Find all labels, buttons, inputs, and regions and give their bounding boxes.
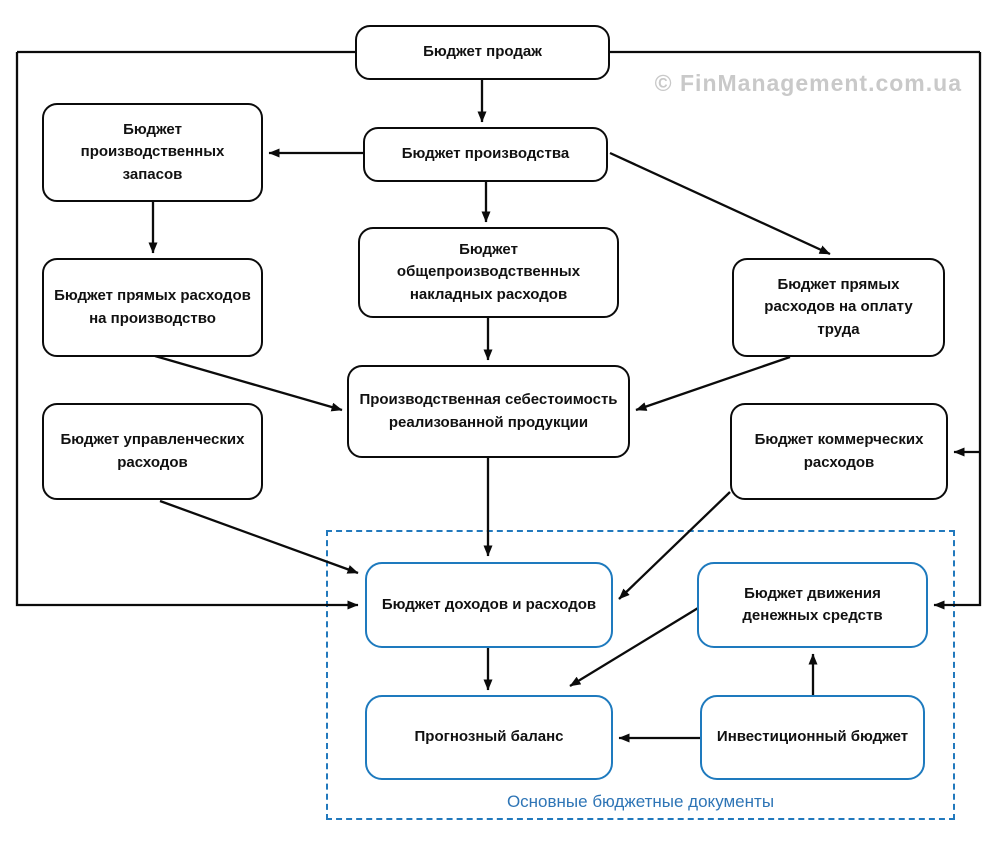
node-labor-costs-budget: Бюджет прямых расходов на оплату труда (732, 258, 945, 357)
node-inventory-budget-label: Бюджет производственных запасов (80, 120, 225, 183)
node-production-budget: Бюджет производства (363, 127, 608, 182)
watermark-text: © FinManagement.com.ua (654, 70, 962, 96)
connector-labor-to-cost (635, 355, 791, 412)
node-income-expense-budget: Бюджет доходов и расходов (365, 562, 613, 648)
group-caption: Основные бюджетные документы (326, 792, 955, 812)
node-overhead-budget: Бюджет общепроизводственных накладных ра… (358, 227, 619, 318)
connector-cashflow-to-balance (569, 604, 704, 687)
node-sales-budget-label: Бюджет продаж (423, 43, 542, 61)
connector-commercial-to-income (618, 491, 731, 600)
node-investment-budget-label: Инвестиционный бюджет (716, 728, 909, 746)
node-commercial-expenses-budget: Бюджет коммерческих расходов (730, 403, 948, 500)
main-budget-documents-group (326, 530, 955, 820)
node-cashflow-budget: Бюджет движения денежных средств (697, 562, 928, 648)
node-forecast-balance: Прогнозный баланс (365, 695, 613, 780)
node-production-budget-label: Бюджет производства (401, 145, 570, 163)
node-production-cost-of-sales: Производственная себестоимость реализова… (347, 365, 630, 458)
node-income-expense-budget-label: Бюджет доходов и расходов (381, 595, 597, 613)
node-forecast-balance-label: Прогнозный баланс (414, 728, 564, 746)
node-admin-expenses-budget: Бюджет управленческих расходов (42, 403, 263, 500)
watermark: © FinManagement.com.ua (655, 70, 962, 97)
connector-outer-frame-to-income (15, 52, 359, 610)
node-investment-budget: Инвестиционный бюджет (700, 695, 925, 780)
node-admin-expenses-budget-label: Бюджет управленческих расходов (60, 431, 245, 471)
connector-direct-production-to-cost (154, 354, 343, 412)
connector-production-to-labor (609, 151, 831, 256)
node-direct-production-costs-budget: Бюджет прямых расходов на производство (42, 258, 263, 357)
connector-outer-frame-to-cashflow (933, 52, 982, 610)
node-direct-production-costs-budget-label: Бюджет прямых расходов на производство (54, 287, 251, 327)
node-inventory-budget: Бюджет производственных запасов (42, 103, 263, 202)
node-sales-budget: Бюджет продаж (355, 25, 610, 80)
connector-admin-to-income (159, 499, 359, 575)
node-labor-costs-budget-label: Бюджет прямых расходов на оплату труда (764, 275, 913, 338)
group-caption-text: Основные бюджетные документы (506, 792, 775, 811)
node-overhead-budget-label: Бюджет общепроизводственных накладных ра… (396, 240, 581, 303)
node-commercial-expenses-budget-label: Бюджет коммерческих расходов (754, 431, 924, 471)
node-production-cost-of-sales-label: Производственная себестоимость реализова… (359, 391, 618, 431)
node-cashflow-budget-label: Бюджет движения денежных средств (742, 584, 883, 625)
